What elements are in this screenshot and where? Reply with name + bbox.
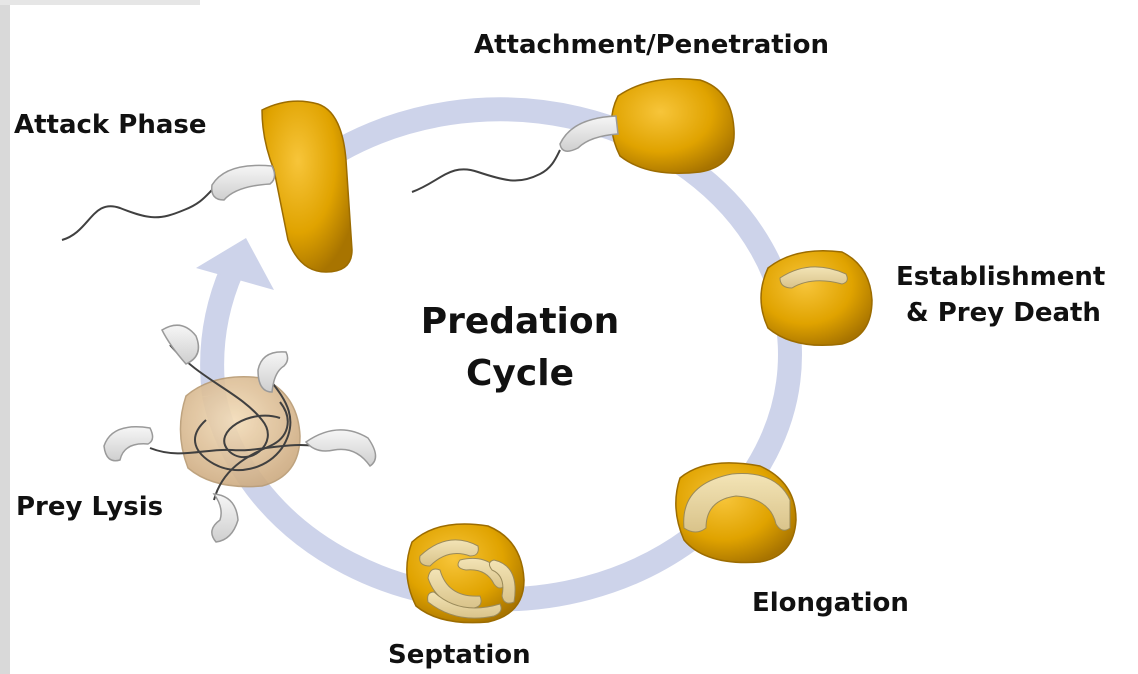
- label-elongation: Elongation: [752, 586, 909, 620]
- title-line-2: Cycle: [370, 348, 670, 400]
- label-attack-phase: Attack Phase: [14, 108, 207, 142]
- label-prey-death: & Prey Death: [906, 296, 1101, 330]
- septation-prey-cell: [407, 524, 524, 623]
- attack-phase-prey-cell: [262, 101, 352, 272]
- label-prey-lysis: Prey Lysis: [16, 490, 163, 524]
- title-line-1: Predation: [370, 296, 670, 348]
- label-septation: Septation: [388, 638, 531, 672]
- label-establishment: Establishment: [896, 260, 1105, 294]
- diagram-title: Predation Cycle: [370, 296, 670, 400]
- label-attachment-penetration: Attachment/Penetration: [474, 28, 829, 62]
- attachment-prey-cell: [611, 79, 734, 174]
- attack-phase-predator: [62, 165, 275, 240]
- elongation-prey-cell: [676, 463, 796, 563]
- attachment-predator: [412, 116, 618, 192]
- establishment-prey-cell: [761, 251, 872, 346]
